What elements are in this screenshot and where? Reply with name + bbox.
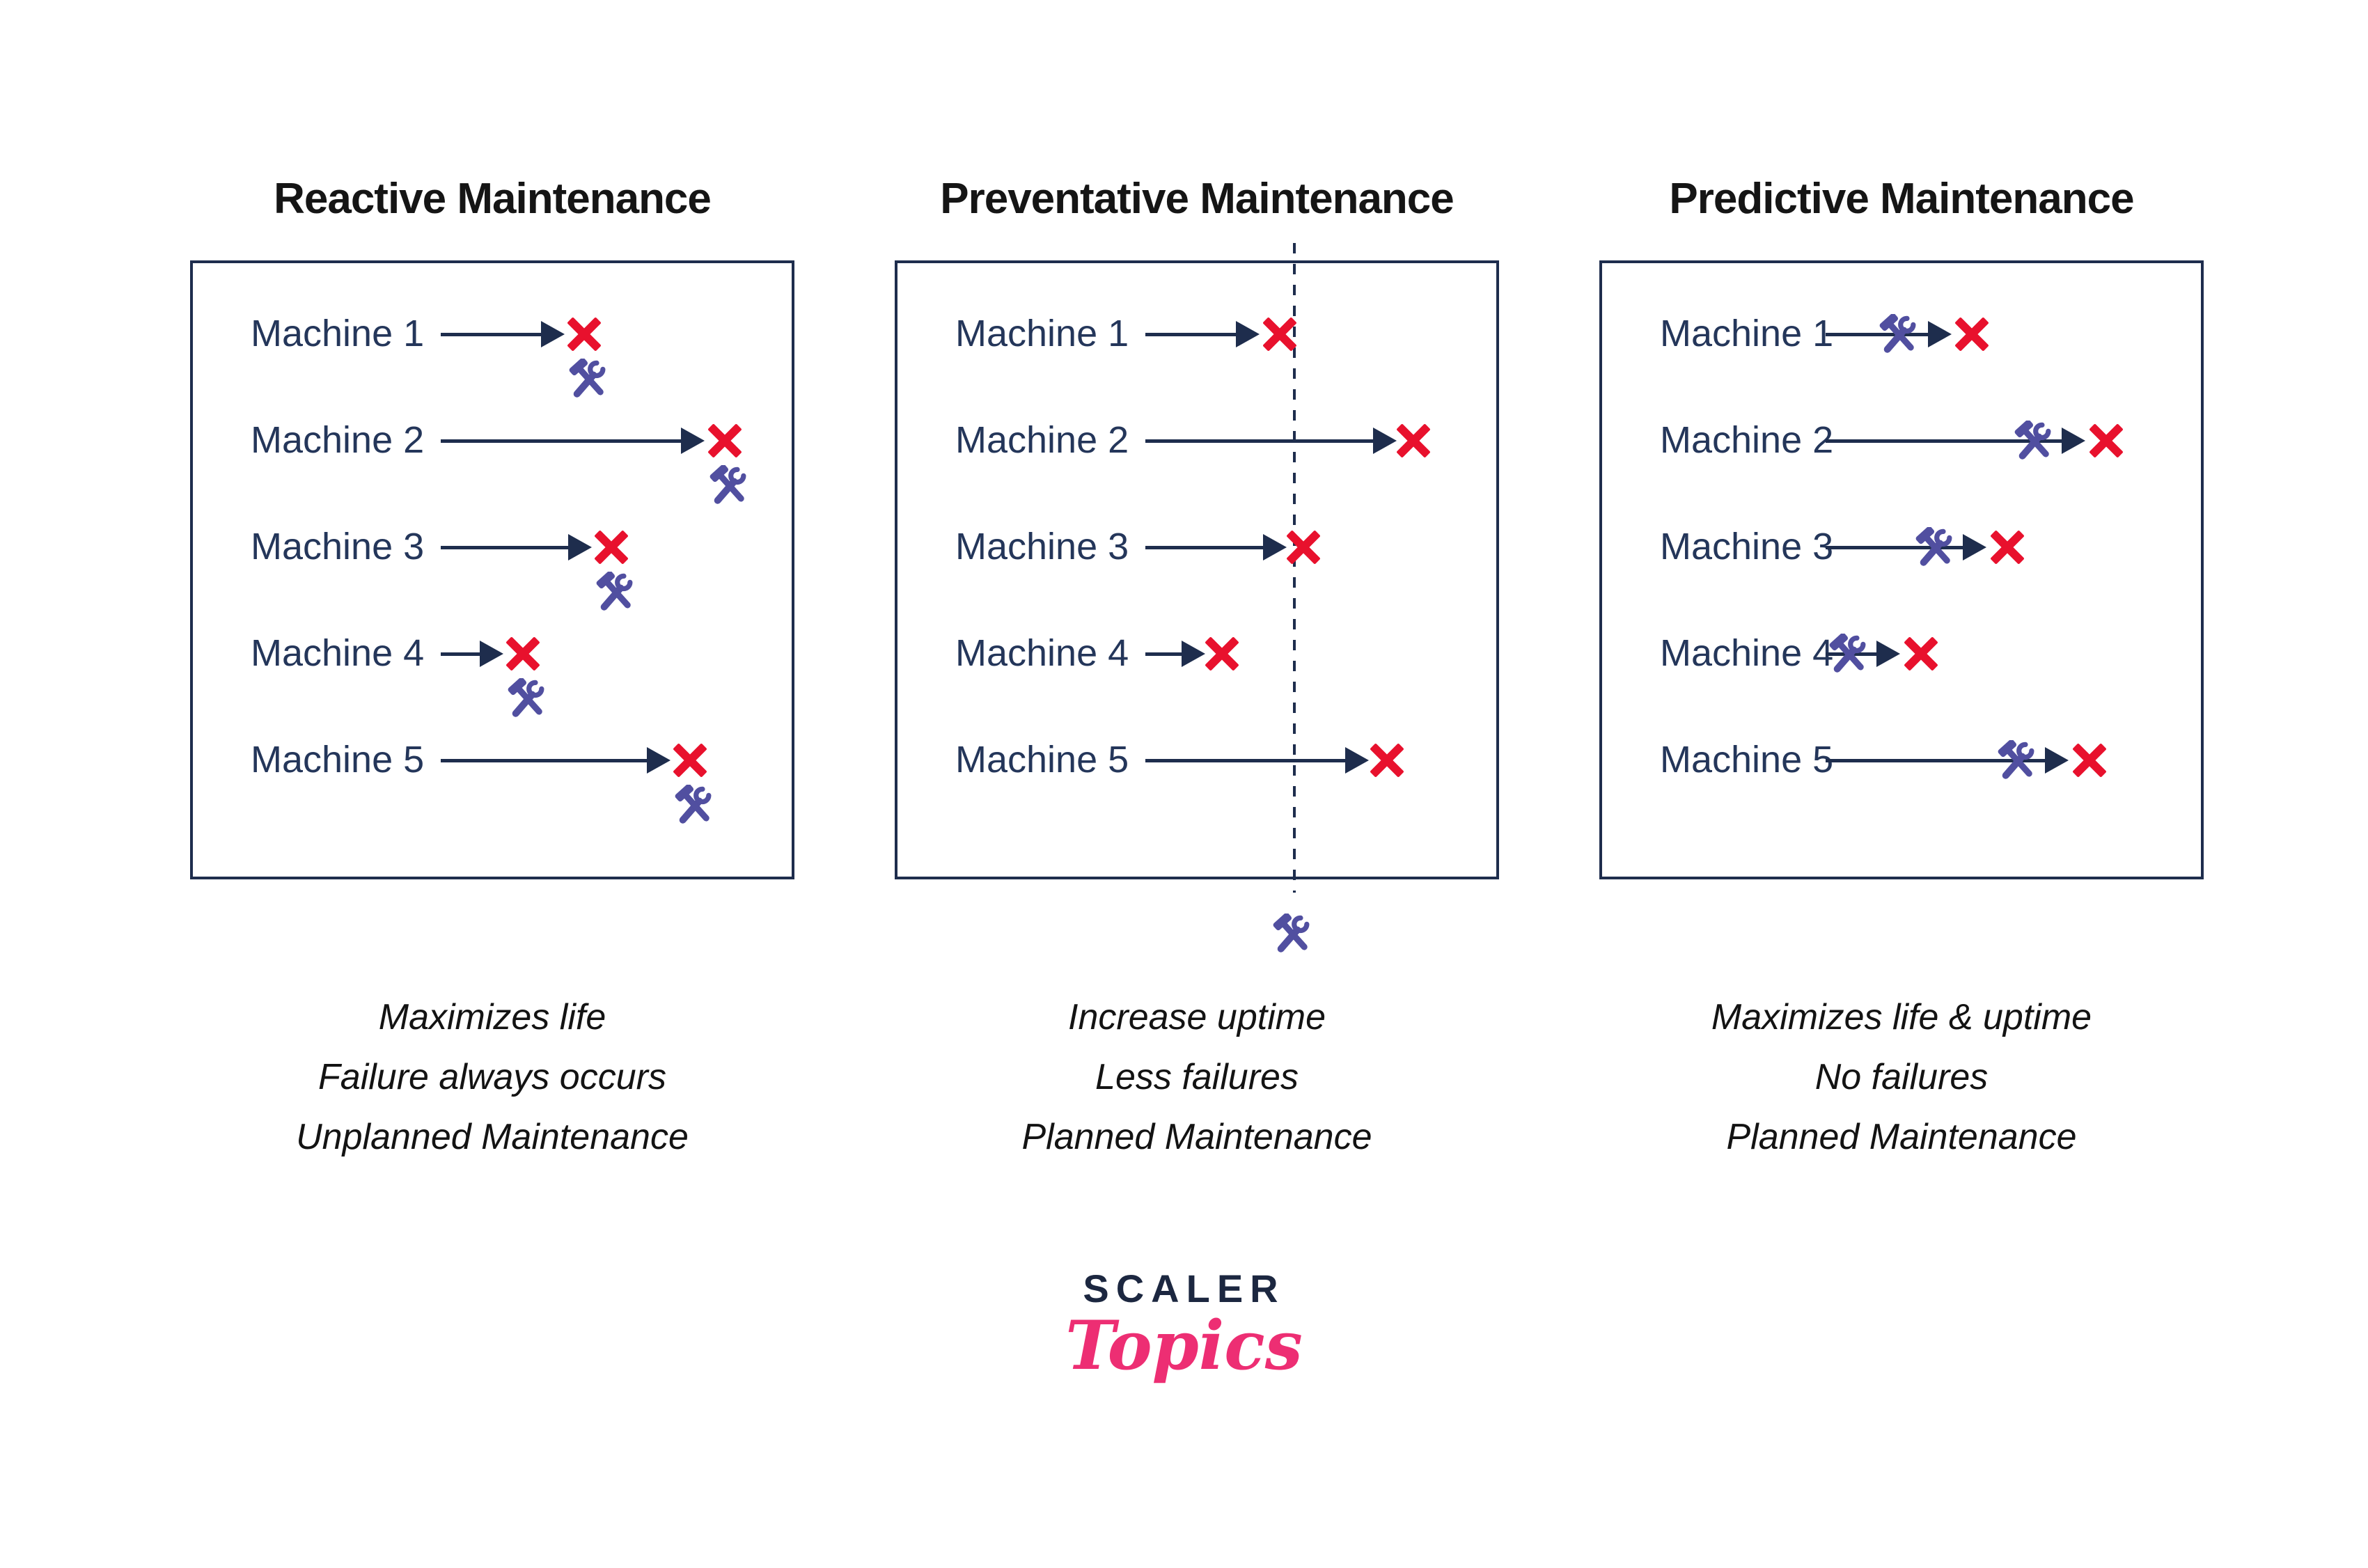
timeline-arrow-shaft	[1145, 439, 1375, 443]
scaler-topics-logo: SCALER Topics	[0, 1266, 2368, 1381]
timeline-arrow-shaft	[1826, 439, 2064, 443]
panel-frame	[190, 260, 794, 879]
description-line: Maximizes life	[378, 997, 606, 1037]
hammer-wrench-icon	[2014, 421, 2051, 460]
description-line: No failures	[1814, 1057, 1989, 1097]
machine-label: Machine 1	[955, 312, 1129, 354]
hammer-wrench-icon	[1879, 314, 1916, 353]
logo-scaler-text: SCALER	[1083, 1267, 1285, 1310]
machine-label: Machine 4	[1660, 632, 1834, 674]
machine-label: Machine 5	[1660, 738, 1834, 781]
panel-title: Predictive Maintenance	[1669, 175, 2134, 223]
arrowhead-icon	[1963, 534, 1986, 560]
arrowhead-icon	[480, 641, 503, 667]
hammer-wrench-icon	[569, 359, 606, 398]
failure-x-icon	[1957, 319, 1987, 350]
description-line: Unplanned Maintenance	[296, 1117, 689, 1157]
machine-label: Machine 2	[955, 418, 1129, 461]
description-line: Failure always occurs	[318, 1057, 666, 1097]
arrowhead-icon	[1876, 641, 1900, 667]
failure-x-icon	[1372, 745, 1402, 776]
machine-label: Machine 2	[251, 418, 425, 461]
failure-x-icon	[1288, 532, 1319, 563]
timeline-arrow-shaft	[441, 759, 649, 762]
arrowhead-icon	[568, 534, 592, 560]
panel-title: Preventative Maintenance	[940, 175, 1454, 223]
panel-frame	[1599, 260, 2204, 879]
panel-predictive-maintenance: Predictive Maintenance Maximizes life & …	[1599, 0, 2204, 1568]
failure-x-icon	[675, 745, 705, 776]
failure-x-icon	[2091, 425, 2122, 456]
machine-label: Machine 5	[955, 738, 1129, 781]
timeline-arrow-shaft	[1826, 333, 1930, 336]
description-line: Planned Maintenance	[1021, 1117, 1372, 1157]
machine-label: Machine 1	[1660, 312, 1834, 354]
failure-x-icon	[1264, 319, 1295, 350]
arrowhead-icon	[1263, 534, 1287, 560]
machine-label: Machine 5	[251, 738, 425, 781]
panel-frame	[895, 260, 1499, 879]
hammer-wrench-icon	[1998, 740, 2034, 779]
arrowhead-icon	[2062, 428, 2085, 454]
panel-description: Increase uptime Less failures Planned Ma…	[895, 987, 1499, 1167]
hammer-wrench-icon	[1829, 634, 1866, 673]
machine-label: Machine 4	[955, 632, 1129, 674]
panel-description: Maximizes life Failure always occurs Unp…	[190, 987, 794, 1167]
logo-topics-text: Topics	[1065, 1306, 1303, 1385]
timeline-arrow-shaft	[1826, 759, 2047, 762]
machine-label: Machine 3	[251, 525, 425, 567]
arrowhead-icon	[2045, 747, 2069, 774]
machine-label: Machine 3	[1660, 525, 1834, 567]
arrowhead-icon	[1236, 321, 1260, 347]
failure-x-icon	[2074, 745, 2105, 776]
description-line: Planned Maintenance	[1726, 1117, 2077, 1157]
machine-label: Machine 4	[251, 632, 425, 674]
arrowhead-icon	[1928, 321, 1952, 347]
hammer-wrench-icon	[675, 785, 712, 824]
panel-title: Reactive Maintenance	[274, 175, 712, 223]
failure-x-icon	[709, 425, 740, 456]
description-line: Increase uptime	[1068, 997, 1326, 1037]
timeline-arrow-shaft	[1145, 652, 1184, 656]
timeline-arrow-shaft	[1145, 546, 1265, 549]
hammer-wrench-icon	[1273, 914, 1310, 952]
arrowhead-icon	[541, 321, 565, 347]
description-line: Maximizes life & uptime	[1711, 997, 2092, 1037]
hammer-wrench-icon	[596, 572, 633, 611]
machine-label: Machine 2	[1660, 418, 1834, 461]
arrowhead-icon	[1373, 428, 1397, 454]
panel-preventative-maintenance: Preventative Maintenance Increase uptime…	[895, 0, 1499, 1568]
timeline-arrow-shaft	[1145, 333, 1238, 336]
timeline-arrow-shaft	[441, 439, 683, 443]
failure-x-icon	[569, 319, 599, 350]
arrowhead-icon	[647, 747, 671, 774]
arrowhead-icon	[681, 428, 705, 454]
scheduled-maintenance-dashed-line	[1293, 243, 1296, 893]
hammer-wrench-icon	[1915, 527, 1952, 566]
timeline-arrow-shaft	[441, 652, 482, 656]
failure-x-icon	[1207, 638, 1237, 669]
machine-label: Machine 3	[955, 525, 1129, 567]
arrowhead-icon	[1345, 747, 1369, 774]
description-line: Less failures	[1095, 1057, 1299, 1097]
hammer-wrench-icon	[508, 678, 544, 717]
failure-x-icon	[596, 532, 627, 563]
timeline-arrow-shaft	[441, 546, 570, 549]
failure-x-icon	[1398, 425, 1429, 456]
timeline-arrow-shaft	[441, 333, 543, 336]
timeline-arrow-shaft	[1826, 546, 1965, 549]
failure-x-icon	[1992, 532, 2023, 563]
panel-reactive-maintenance: Reactive Maintenance Maximizes life Fail…	[190, 0, 794, 1568]
panel-description: Maximizes life & uptime No failures Plan…	[1599, 987, 2204, 1167]
arrowhead-icon	[1182, 641, 1205, 667]
failure-x-icon	[1906, 638, 1936, 669]
timeline-arrow-shaft	[1145, 759, 1347, 762]
machine-label: Machine 1	[251, 312, 425, 354]
failure-x-icon	[508, 638, 538, 669]
hammer-wrench-icon	[709, 465, 746, 504]
